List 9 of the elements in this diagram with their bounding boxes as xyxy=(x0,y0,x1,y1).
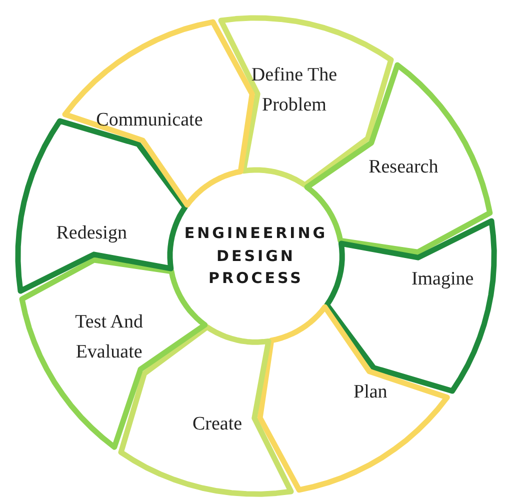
step-label: Research xyxy=(368,156,440,180)
step-label: Communicate xyxy=(95,108,204,132)
step-label: Redesign xyxy=(55,221,128,246)
step-label: Test And Evaluate xyxy=(74,311,144,364)
step-label: Define The Problem xyxy=(250,64,338,118)
center-title: ENGINEERING DESIGN PROCESS xyxy=(183,223,329,290)
step-label: Create xyxy=(192,412,244,436)
step-label: Plan xyxy=(352,380,388,405)
step-label: Imagine xyxy=(410,267,475,292)
